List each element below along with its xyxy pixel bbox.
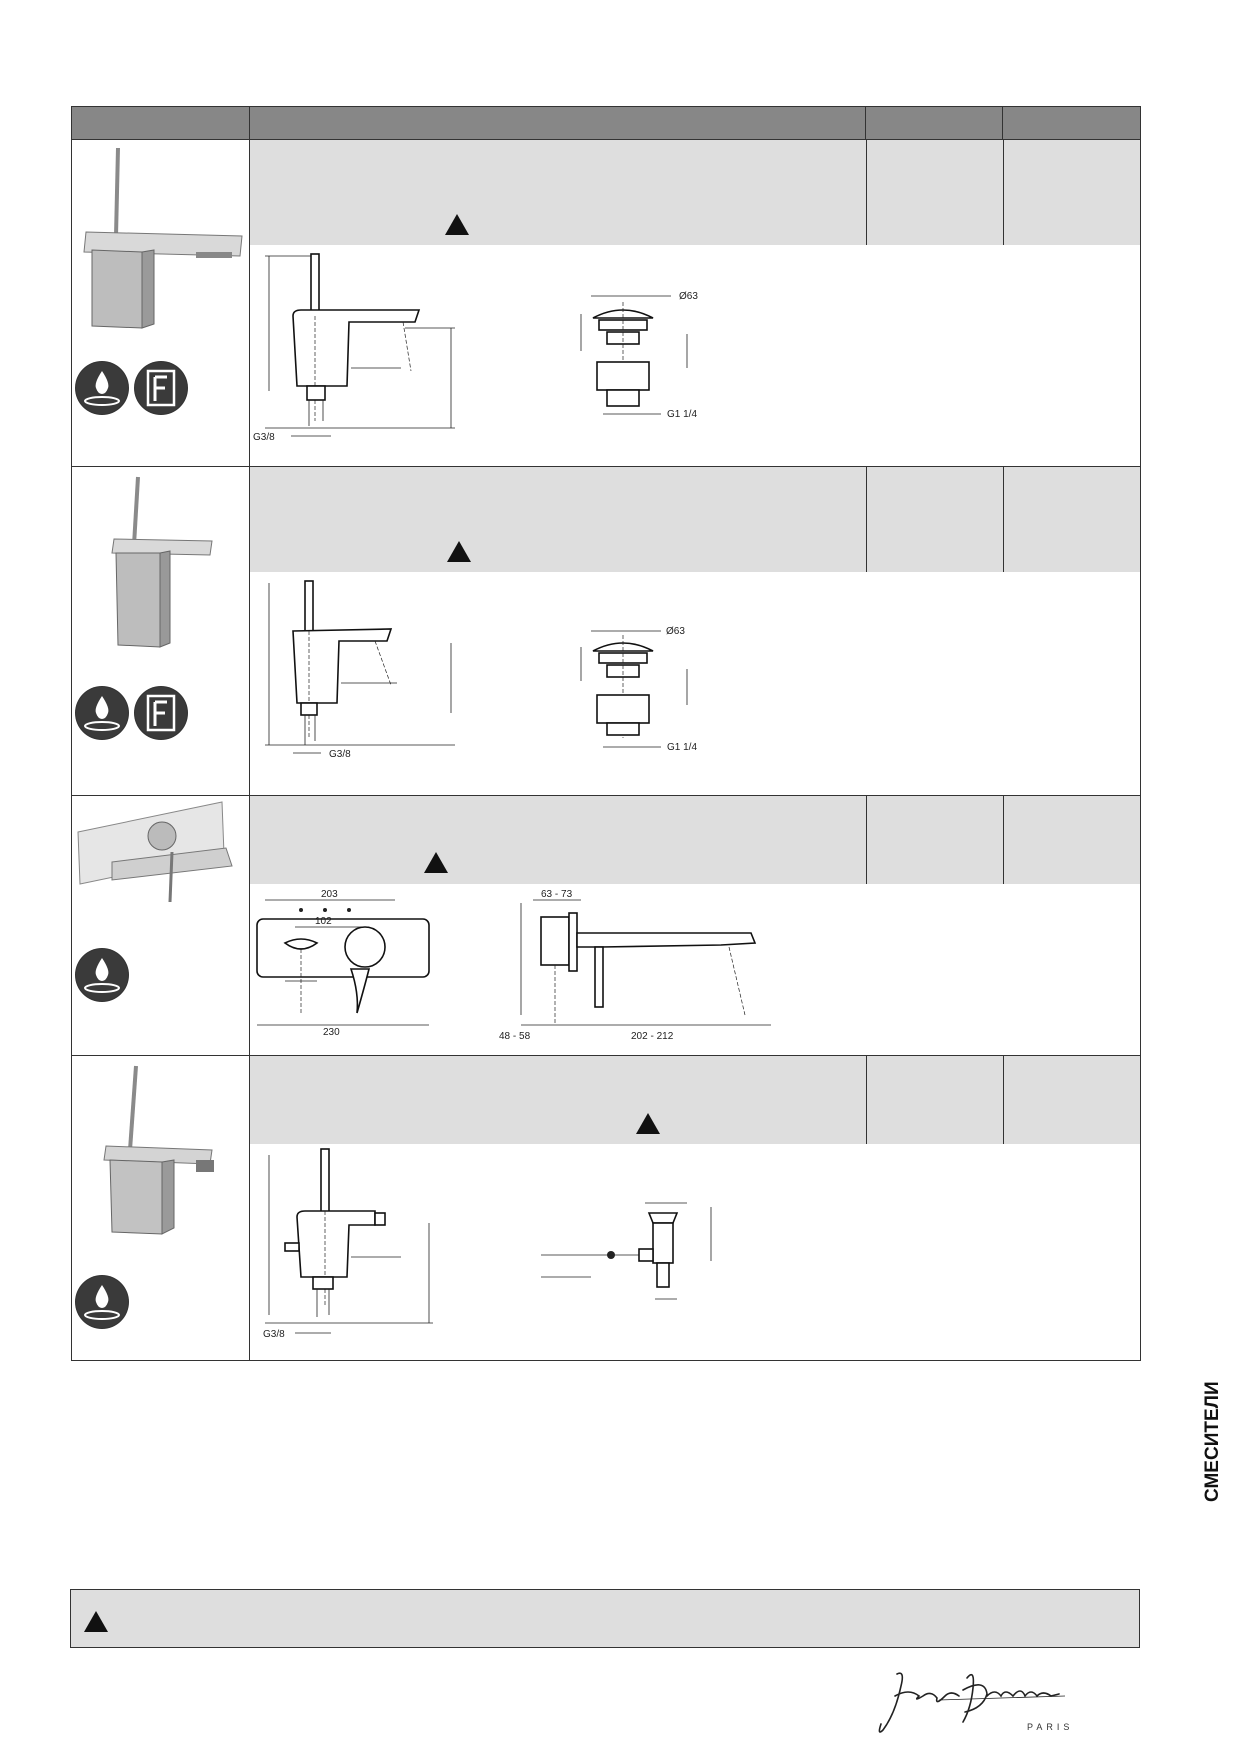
svg-text:СМЕСИТЕЛИ: СМЕСИТЕЛИ: [1202, 1381, 1223, 1502]
water-saving-icon: [75, 686, 129, 740]
table-header-description-col: [249, 106, 866, 140]
product-cell-col3: [866, 1056, 1004, 1144]
product-description-band: [250, 796, 867, 884]
cold-start-icon: [134, 686, 188, 740]
svg-text:PARIS: PARIS: [1027, 1722, 1073, 1732]
faucet-image: [77, 801, 233, 903]
water-saving-icon: [75, 1275, 129, 1329]
table-row: G3/8 Ø63 G1 1/4: [71, 466, 1141, 796]
table-header-col4: [1002, 106, 1141, 140]
product-image-cell: [72, 796, 250, 1055]
warning-triangle-icon: [447, 541, 471, 562]
product-image-cell: [72, 140, 250, 466]
technical-drawing: G3/8 Ø63 G1 1/4: [253, 253, 698, 443]
technical-drawing: G3/8: [263, 1148, 712, 1340]
product-image-cell: [72, 1056, 250, 1360]
category-side-label: СМЕСИТЕЛИ: [1202, 1381, 1223, 1502]
depth-range-label: 63 - 73: [541, 889, 573, 900]
thread-label: G1 1/4: [667, 409, 697, 420]
technical-drawing: G3/8 Ø63 G1 1/4: [265, 580, 697, 760]
product-cell-col4: [1003, 796, 1140, 884]
faucet-image: [83, 147, 243, 329]
product-image-cell: [72, 467, 250, 795]
brand-logo: PARIS: [878, 1672, 1073, 1733]
inlet-thread-label: G3/8: [329, 749, 351, 760]
table-header-col3: [865, 106, 1003, 140]
warning-triangle-icon: [84, 1611, 108, 1632]
diameter-label: Ø63: [679, 291, 698, 302]
product-cell-col3: [866, 796, 1004, 884]
warning-triangle-icon: [445, 214, 469, 235]
bidet-faucet-image: [103, 1065, 214, 1235]
inlet-thread-label: G3/8: [253, 432, 275, 443]
width-label: 203: [321, 889, 338, 900]
spout-range-label: 202 - 212: [631, 1031, 674, 1042]
table-row: G3/8: [71, 1055, 1141, 1361]
product-cell-col4: [1003, 467, 1140, 572]
product-description-band: [250, 467, 867, 572]
table-row: 203 102 230 63 - 73 48 - 58 202 - 212: [71, 795, 1141, 1056]
product-cell-col3: [866, 140, 1004, 245]
product-description-band: [250, 1056, 867, 1144]
inlet-thread-label: G3/8: [263, 1329, 285, 1340]
wall-range-label: 48 - 58: [499, 1031, 531, 1042]
table-header-image-col: [71, 106, 250, 140]
technical-drawing: 203 102 230 63 - 73 48 - 58 202 - 212: [256, 889, 771, 1042]
total-width-label: 230: [323, 1027, 340, 1038]
product-table: G3/8 Ø63 G1 1/4: [71, 106, 1141, 1361]
thread-label: G1 1/4: [667, 742, 697, 753]
product-cell-col4: [1003, 140, 1140, 245]
product-cell-col3: [866, 467, 1004, 572]
water-saving-icon: [75, 361, 129, 415]
cold-start-icon: [134, 361, 188, 415]
warning-triangle-icon: [636, 1113, 660, 1134]
faucet-image: [111, 476, 213, 648]
table-row: G3/8 Ø63 G1 1/4: [71, 139, 1141, 467]
spacing-label: 102: [315, 916, 332, 927]
product-description-band: [250, 140, 867, 245]
warning-triangle-icon: [424, 852, 448, 873]
footnote-band: [70, 1589, 1140, 1648]
diameter-label: Ø63: [666, 626, 685, 637]
water-saving-icon: [75, 948, 129, 1002]
product-cell-col4: [1003, 1056, 1140, 1144]
